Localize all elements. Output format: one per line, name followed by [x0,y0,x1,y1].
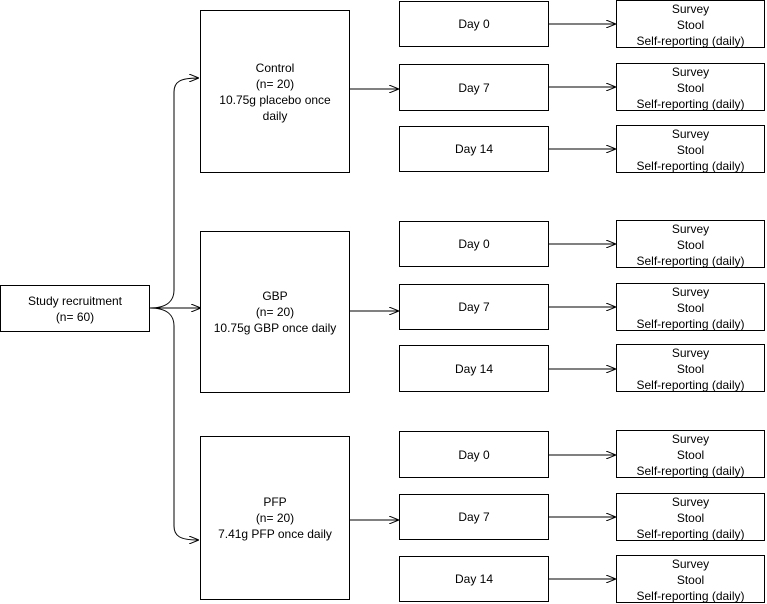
day-label: Day 7 [458,300,490,314]
outcome-self-reporting: Self-reporting (daily) [636,527,745,541]
outcome-survey: Survey [671,127,710,141]
outcome-survey: Survey [671,222,710,236]
outcome-stool: Stool [676,511,705,525]
outcome-survey: Survey [671,495,710,509]
outcome-stool: Stool [676,362,705,376]
day-box: Day 0 [399,1,549,47]
day-label: Day 14 [454,572,494,586]
outcome-self-reporting: Self-reporting (daily) [636,254,745,268]
outcome-survey: Survey [671,346,710,360]
outcome-stool: Stool [676,573,705,587]
day-box: Day 0 [399,431,549,478]
group-count: (n= 20) [255,305,295,319]
day-to-outcome-lines [549,24,615,579]
outcome-survey: Survey [671,65,710,79]
day-box: Day 0 [399,221,549,267]
outcome-stool: Stool [676,81,705,95]
outcome-self-reporting: Self-reporting (daily) [636,589,745,603]
day-label: Day 14 [454,142,494,156]
outcome-survey: Survey [671,432,710,446]
day-label: Day 0 [458,447,490,462]
outcome-self-reporting: Self-reporting (daily) [636,464,745,478]
outcome-survey: Survey [671,557,710,571]
group-name: PFP [263,495,287,509]
recruitment-branch-lines [149,78,200,540]
recruitment-box: Study recruitment (n= 60) [0,285,150,332]
outcome-stool: Stool [676,448,705,462]
day-label: Day 14 [454,361,494,376]
group-dose: 10.75g placebo once [219,92,331,107]
group-count: (n= 20) [255,76,295,91]
group-name: GBP [262,289,288,303]
outcome-self-reporting: Self-reporting (daily) [636,97,745,111]
outcome-self-reporting: Self-reporting (daily) [636,378,745,392]
day-box: Day 14 [399,126,549,172]
branch-to-pfp [149,307,198,540]
day-label: Day 0 [458,237,490,251]
recruitment-count: (n= 60) [55,309,95,324]
group-dose: 7.41g PFP once daily [218,527,332,541]
outcome-self-reporting: Self-reporting (daily) [636,317,745,331]
group-to-day-lines [350,89,398,520]
day-label: Day 7 [458,80,490,95]
day-box: Day 7 [399,494,549,540]
group-box-gbp: GBP (n= 20) 10.75g GBP once daily [200,231,350,393]
outcome-self-reporting: Self-reporting (daily) [636,34,745,48]
outcome-stool: Stool [676,18,705,32]
group-name: Control [255,60,295,75]
day-box: Day 7 [399,284,549,330]
branch-trunk [149,78,198,309]
day-label: Day 7 [458,510,490,524]
outcome-stool: Stool [676,238,705,252]
outcome-stool: Stool [676,143,705,157]
outcome-survey: Survey [671,2,710,16]
day-box: Day 14 [399,556,549,602]
recruitment-label: Study recruitment [27,293,123,308]
group-dose: 10.75g GBP once daily [213,321,337,335]
group-box-pfp: PFP (n= 20) 7.41g PFP once daily [200,436,350,600]
group-count: (n= 20) [255,511,295,525]
day-box: Day 7 [399,64,549,111]
outcome-stool: Stool [676,301,705,315]
day-box: Day 14 [399,345,549,392]
outcome-self-reporting: Self-reporting (daily) [636,159,745,173]
group-box-control: Control (n= 20) 10.75g placebo once dail… [200,10,350,173]
day-label: Day 0 [458,17,490,31]
group-dose-frequency: daily [262,108,288,123]
outcome-survey: Survey [671,285,710,299]
